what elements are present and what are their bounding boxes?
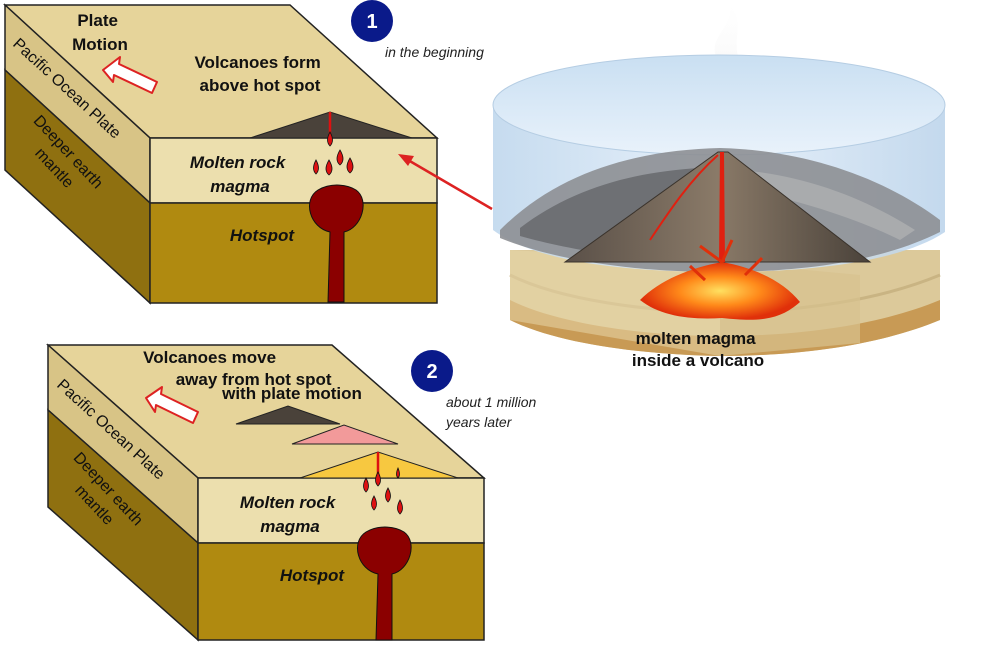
step-number-1: 1 [366, 11, 377, 33]
magma-chamber [640, 262, 800, 320]
molten-label-2: Molten rock magma [240, 493, 340, 536]
block-1: Plate Motion Volcanoes form above hot sp… [3, 3, 439, 305]
hotspot-label-1: Hotspot [230, 226, 296, 245]
volcano-old-2a [235, 405, 341, 425]
plate-motion-arrow-2 [145, 386, 199, 424]
step-number-2: 2 [426, 361, 437, 383]
step-badge-1: 1 [351, 0, 393, 42]
magma-droplets-2 [363, 466, 403, 515]
pointer-arrow [398, 154, 493, 211]
magma-conduit [719, 152, 725, 262]
plate-motion-label-1: Plate Motion [72, 11, 128, 54]
step-badge-2: 2 [411, 350, 453, 392]
mantle-front-1 [149, 202, 438, 304]
volcano-label-2: Volcanoes move away from hot spot with p… [143, 348, 362, 403]
volcano-cone [563, 151, 872, 263]
plate-motion-arrow-1 [102, 56, 158, 94]
step-note-2: about 1 million years later [445, 394, 540, 430]
molten-label-1: Molten rock magma [190, 153, 290, 196]
volcano-label-1: Volcanoes form above hot spot [194, 53, 325, 95]
mantle-front-2 [197, 542, 485, 641]
plate-front-2 [197, 477, 485, 544]
step-note-1: in the beginning [385, 44, 484, 60]
magma-droplets-1 [313, 131, 354, 176]
magma-plume-2 [357, 526, 412, 641]
hotspot-label-2: Hotspot [280, 566, 346, 585]
magma-plume-1 [309, 184, 364, 303]
volcano-old-2b [291, 424, 399, 445]
block-2: Volcanoes move away from hot spot with p… [46, 343, 486, 642]
volcano-cutaway [492, 4, 946, 356]
cutaway-caption: molten magma inside a volcano [632, 329, 764, 370]
